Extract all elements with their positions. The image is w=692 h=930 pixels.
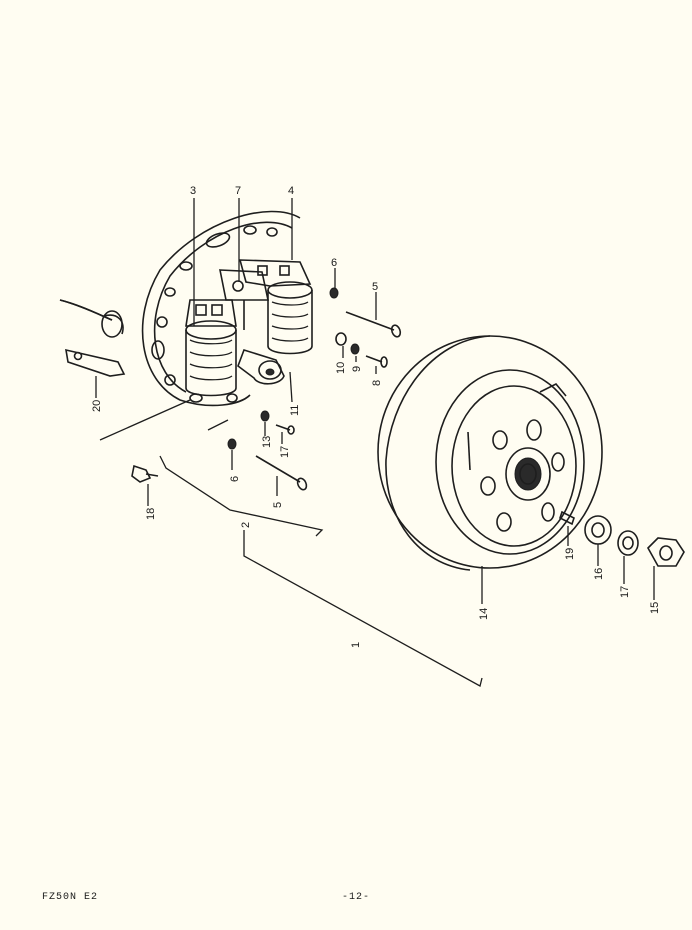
- callout-numbers: 3 7 4 6 5 10 9 8 11 13 17 6 5 18 20 2 1 …: [91, 185, 661, 648]
- breaker-point-part: [219, 269, 269, 330]
- callout-5-upper: 5: [372, 281, 378, 293]
- nut-15: [647, 537, 685, 567]
- woodruff-key-19: [559, 510, 575, 526]
- callout-19: 19: [564, 548, 576, 560]
- callout-15: 15: [649, 602, 661, 614]
- callout-17-flywheel: 17: [619, 586, 631, 598]
- washer-6-upper: [329, 287, 339, 299]
- charging-coil-part: [238, 259, 313, 355]
- callout-10: 10: [335, 362, 347, 374]
- callout-17-stator: 17: [279, 446, 291, 458]
- callout-18: 18: [145, 508, 157, 520]
- leader-lines: [95, 198, 655, 687]
- washer-9: [350, 343, 360, 355]
- screw-5-upper: [345, 311, 402, 338]
- callout-6-lower: 6: [229, 476, 241, 482]
- washer-6-lower: [227, 438, 237, 450]
- callout-3: 3: [190, 185, 196, 197]
- model-code: FZ50N E2: [42, 892, 99, 903]
- ignition-coil-part: [185, 299, 237, 397]
- callout-14: 14: [478, 608, 490, 620]
- washer-13: [260, 410, 270, 422]
- washer-10: [335, 332, 347, 346]
- screw-17-stator: [275, 424, 295, 435]
- callout-9: 9: [351, 366, 363, 372]
- screw-5-lower: [255, 455, 308, 491]
- flywheel-rotor-part: [377, 335, 603, 571]
- stator-base-plate: [141, 210, 301, 407]
- lock-washer-17: [617, 530, 639, 556]
- callout-8: 8: [371, 380, 383, 386]
- callout-16: 16: [593, 568, 605, 580]
- screw-8: [365, 355, 388, 368]
- condenser-part: [237, 349, 285, 385]
- page-number: -12-: [342, 892, 371, 903]
- callout-11: 11: [289, 405, 301, 416]
- callout-6-upper: 6: [331, 257, 337, 269]
- callout-2: 2: [240, 522, 252, 528]
- callout-13: 13: [261, 436, 273, 448]
- lead-clamp-part: [65, 348, 126, 377]
- washer-16: [584, 515, 612, 545]
- callout-5-lower: 5: [272, 502, 284, 508]
- wiring-harness: [59, 299, 124, 338]
- bolt-18: [131, 464, 159, 483]
- callout-4: 4: [288, 185, 294, 197]
- callout-20: 20: [91, 400, 103, 412]
- callout-1: 1: [350, 642, 362, 648]
- callout-7: 7: [235, 185, 241, 197]
